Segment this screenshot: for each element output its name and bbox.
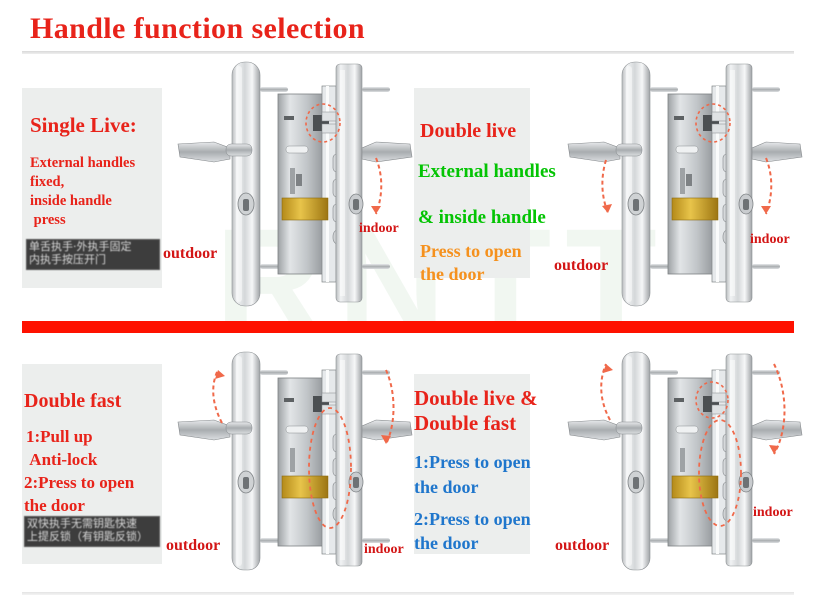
text-double-live-1: & inside handle [418, 207, 546, 228]
text-double-fast-1: Anti-lock [26, 450, 98, 469]
text-dld-0: 1:Press to open [414, 452, 531, 472]
caption-line-2: 内执手按压开门 [29, 253, 106, 266]
text-double-live-0: External handles [418, 161, 556, 182]
text-dld-2: 2:Press to open [414, 509, 531, 529]
heading-double-live: Double live [420, 120, 517, 142]
indoor-label-q1: indoor [359, 221, 399, 236]
heading-dld-line2: Double fast [414, 411, 517, 435]
text-single-live-0: External handles [30, 155, 136, 171]
panel-bg-double-live [414, 88, 530, 278]
indoor-label-q2: indoor [750, 232, 790, 247]
text-single-live-3: press [30, 212, 66, 228]
bottom-divider [22, 592, 794, 595]
lock-assembly-single-live [170, 58, 420, 310]
outdoor-label-q2: outdoor [554, 257, 609, 274]
outdoor-label-q3: outdoor [166, 537, 221, 554]
caption-line-2: 上提反锁（有钥匙反锁） [27, 530, 148, 543]
caption-strip-single-live: 单舌执手·外执手固定 内执手按压开门 [26, 239, 160, 270]
page-title: Handle function selection [30, 12, 366, 45]
caption-line-1: 单舌执手·外执手固定 [29, 240, 132, 253]
heading-double-fast: Double fast [24, 390, 122, 412]
caption-line-1: 双快执手无需钥匙快速 [27, 517, 137, 530]
text-double-fast-0: 1:Pull up [26, 427, 93, 446]
outdoor-label-q4: outdoor [555, 537, 610, 554]
text-single-live-2: inside handle [30, 193, 112, 209]
outdoor-label-q1: outdoor [163, 245, 218, 262]
indoor-label-q3: indoor [364, 542, 404, 557]
text-double-fast-2: 2:Press to open [24, 473, 135, 492]
heading-single-live: Single Live: [30, 113, 137, 137]
indoor-label-q4: indoor [753, 505, 793, 520]
text-double-fast-3: the door [24, 496, 85, 515]
caption-strip-double-fast: 双快执手无需钥匙快速 上提反锁（有钥匙反锁） [24, 516, 160, 547]
text-dld-1: the door [414, 477, 479, 497]
text-double-live-3: the door [420, 264, 485, 284]
text-double-live-2: Press to open [420, 241, 522, 261]
text-single-live-1: fixed, [30, 174, 65, 190]
title-divider [22, 51, 794, 54]
text-dld-3: the door [414, 533, 479, 553]
heading-dld-line1: Double live & [414, 386, 538, 410]
panel-bg-double-live-double-fast [414, 374, 530, 554]
section-divider-red [22, 321, 794, 333]
